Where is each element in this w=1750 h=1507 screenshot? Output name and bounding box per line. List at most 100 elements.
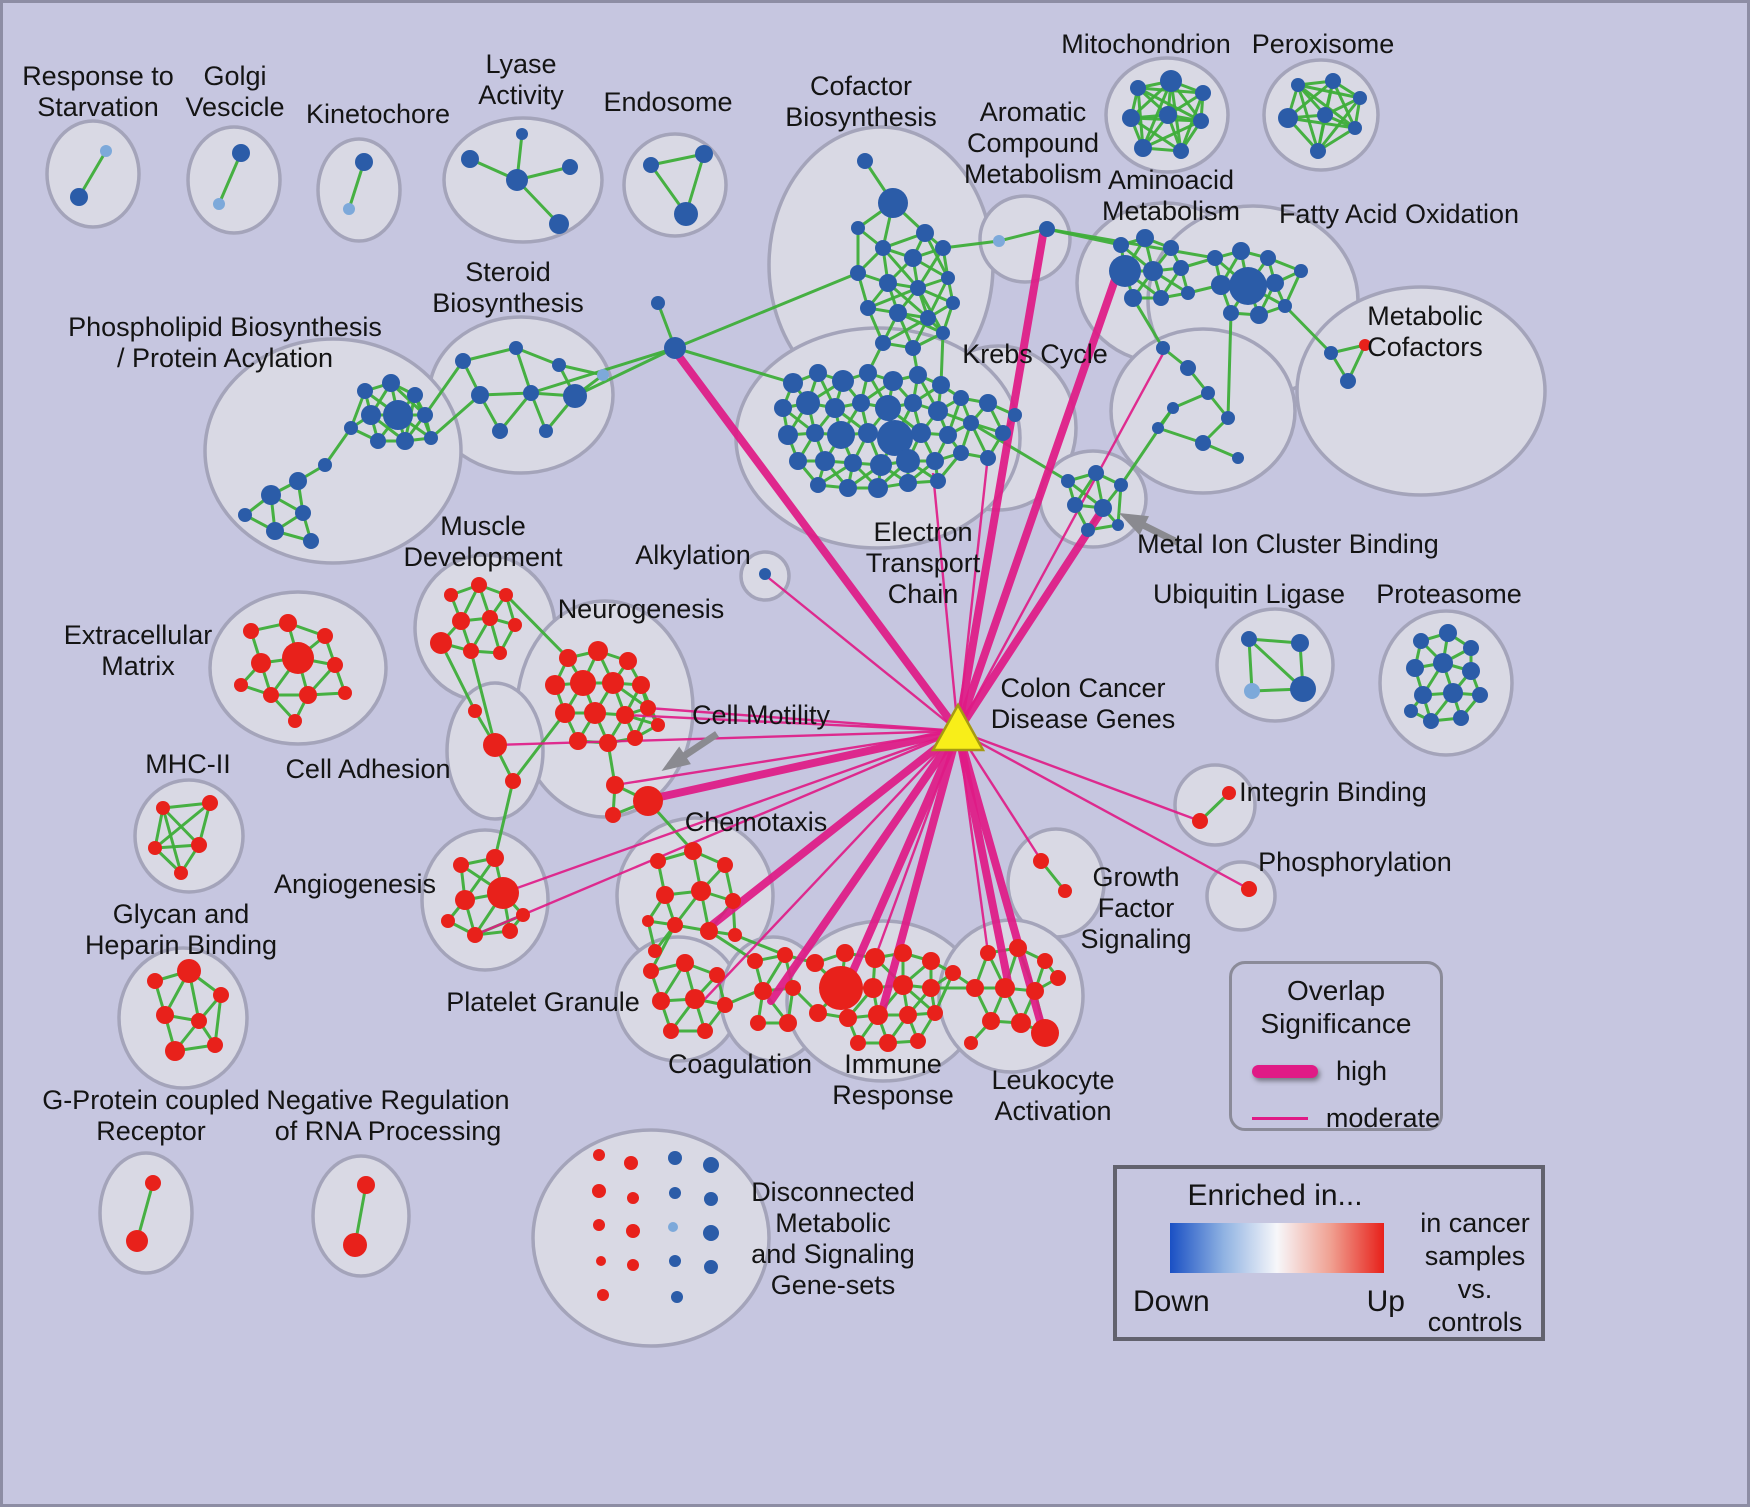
chemotaxis-label: Chemotaxis	[685, 807, 828, 837]
significance-link-neurogenesis-3	[614, 729, 959, 787]
significance-link-platelet-granule	[702, 730, 959, 1002]
platelet-granule-node	[652, 992, 670, 1010]
platelet-granule-label: Platelet Granule	[446, 987, 640, 1017]
proteasome-node	[1404, 704, 1418, 718]
disconnected-gene-sets-node	[704, 1192, 718, 1206]
fatty-acid-oxidation-node	[1223, 305, 1239, 321]
significance-link-neurogenesis-2	[647, 706, 959, 733]
metabolic-trail-node	[1167, 402, 1179, 414]
electron-transport-chain-node	[810, 477, 826, 493]
peroxisome-node	[1310, 143, 1326, 159]
cell-adhesion-node	[505, 773, 521, 789]
neurogenesis-node	[605, 807, 621, 823]
cofactor-biosynthesis-node	[905, 340, 921, 356]
extracellular-matrix-node	[251, 653, 271, 673]
immune-response-node	[863, 978, 883, 998]
mitochondrion-node	[1134, 139, 1152, 157]
extracellular-matrix-node	[299, 686, 317, 704]
gene-overlap-edge	[469, 649, 497, 747]
gradient-endpoint-labels: Down Up	[1133, 1285, 1405, 1319]
glycan-heparin-binding-node	[177, 959, 201, 983]
g-protein-coupled-receptor-node	[145, 1175, 161, 1191]
golgi-vescicle-ellipse	[186, 125, 282, 235]
leukocyte-activation-node	[1031, 1019, 1059, 1047]
growth-factor-signaling-node	[1058, 884, 1072, 898]
gene-overlap-edge	[1286, 116, 1357, 130]
electron-transport-chain-node	[932, 376, 950, 394]
extracellular-matrix-node	[282, 642, 314, 674]
peroxisome-node	[1291, 78, 1305, 92]
gene-overlap-edge	[504, 593, 570, 660]
aminoacid-metabolism-node	[1113, 237, 1129, 253]
neurogenesis-node	[569, 732, 587, 750]
gene-overlap-edge	[573, 346, 677, 398]
integrin-binding-label: Integrin Binding	[1239, 777, 1427, 807]
gene-overlap-edge	[217, 151, 243, 206]
phospholipid-biosynthesis-node	[261, 485, 281, 505]
proteasome-node	[1414, 686, 1432, 704]
neurogenesis-node	[619, 652, 637, 670]
immune-response-node	[850, 1035, 866, 1051]
coagulation-node	[779, 1014, 797, 1032]
significance-link-coagulation	[767, 727, 962, 1005]
leukocyte-activation-node	[982, 1012, 1000, 1030]
gene-overlap-edge	[649, 152, 706, 167]
disconnected-gene-sets-node	[627, 1259, 639, 1271]
gene-overlap-edge	[649, 923, 677, 973]
coagulation-node	[785, 980, 801, 996]
layer-links	[474, 231, 1250, 1035]
platelet-granule-node	[697, 1023, 713, 1039]
significance-link-alkylation	[764, 574, 959, 732]
overlap-high-row: high	[1252, 1056, 1440, 1087]
gene-overlap-edge	[1045, 227, 1217, 260]
phospholipid-biosynthesis-node	[407, 387, 423, 403]
krebs-cycle-label: Krebs Cycle	[962, 339, 1108, 369]
negative-regulation-rna-processing-node	[343, 1233, 367, 1257]
muscle-development-node	[508, 618, 522, 632]
angiogenesis-node	[486, 849, 504, 867]
muscle-development-node	[444, 588, 458, 602]
mitochondrion-label: Mitochondrion	[1061, 29, 1231, 59]
metabolic-trail-node	[1232, 452, 1244, 464]
steroid-biosynthesis-node	[509, 341, 523, 355]
angiogenesis-label: Angiogenesis	[274, 869, 436, 899]
coagulation-node	[750, 1015, 766, 1031]
aminoacid-metabolism-node	[1163, 240, 1179, 256]
proteasome-node	[1406, 659, 1424, 677]
gene-overlap-edge	[323, 426, 353, 467]
phospholipid-biosynthesis-node	[357, 383, 373, 399]
steroid-biosynthesis-node	[471, 386, 489, 404]
gene-overlap-edge	[1119, 406, 1175, 487]
cofactor-biosynthesis-node	[850, 265, 866, 281]
neurogenesis-node	[584, 702, 606, 724]
metal-ion-cluster-binding-node	[1112, 519, 1124, 531]
significance-link-metabolic-trail	[956, 349, 1167, 732]
immune-response-node	[809, 1004, 827, 1022]
glycan-heparin-binding-node	[147, 973, 163, 989]
electron-transport-chain-node	[911, 423, 931, 443]
lyase-activity-node	[461, 150, 479, 168]
aminoacid-metabolism-node	[1173, 260, 1189, 276]
angiogenesis-node	[441, 914, 455, 928]
extracellular-matrix-node	[327, 657, 343, 673]
gene-overlap-edge	[1296, 83, 1320, 153]
leukocyte-activation-node	[1050, 970, 1066, 986]
mhc-ii-node	[174, 866, 188, 880]
gene-overlap-edge	[514, 346, 561, 367]
cell-adhesion-label: Cell Adhesion	[285, 754, 450, 784]
extracellular-matrix-node	[234, 678, 248, 692]
gene-overlap-edge	[733, 933, 787, 957]
angiogenesis-node	[453, 857, 469, 873]
electron-transport-chain-node	[1008, 408, 1022, 422]
extracellular-matrix-node	[288, 714, 302, 728]
leukocyte-activation-node	[964, 1036, 978, 1050]
cell-adhesion-node	[483, 733, 507, 757]
chemotaxis-node	[725, 893, 741, 909]
